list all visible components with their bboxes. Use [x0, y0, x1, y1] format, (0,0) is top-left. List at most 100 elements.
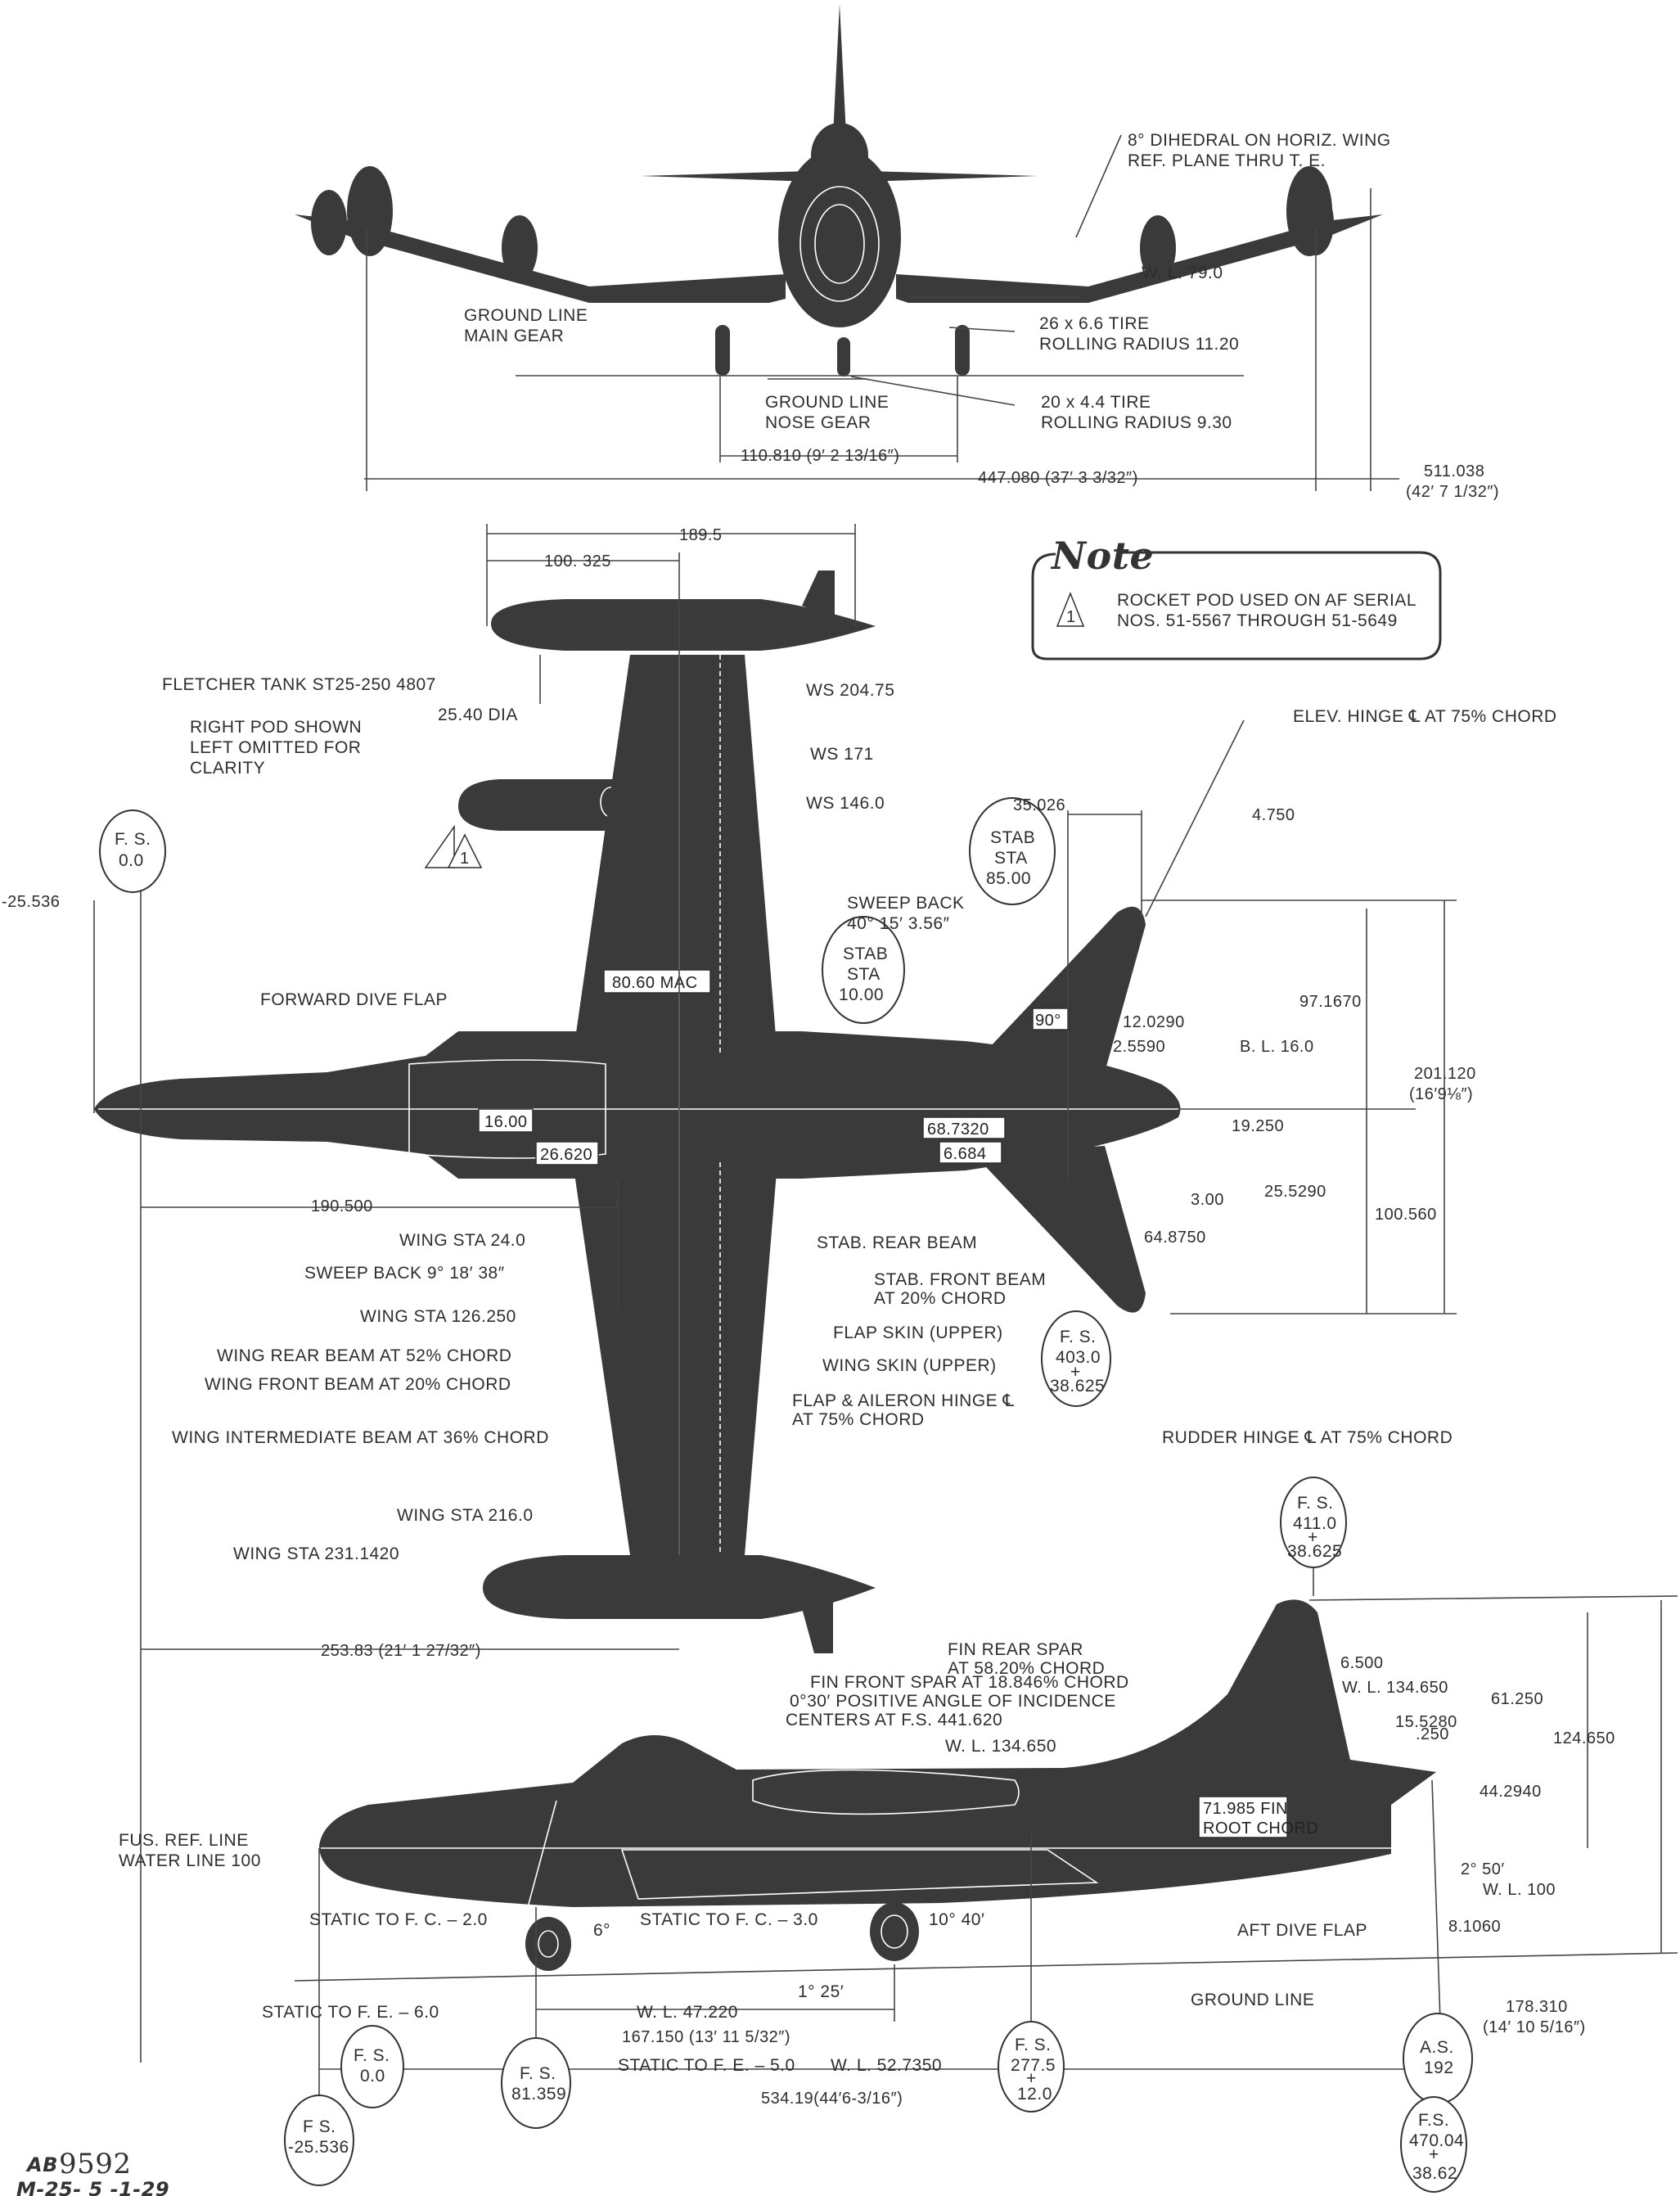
dim26620-box [535, 1141, 599, 1166]
fin-front-spar-label: FIN FRONT SPAR AT 18.846% CHORD [810, 1673, 1129, 1692]
side-main-hub [881, 1914, 908, 1949]
dim-3: 3.00 [1191, 1191, 1224, 1209]
rudder-hinge-label: RUDDER HINGE ℄ AT 75% CHORD [1162, 1428, 1453, 1447]
note-triangle-icon [1056, 591, 1085, 627]
forward-dive-flap-label: FORWARD DIVE FLAP [260, 990, 448, 1009]
span-overall-dimension-1: 511.038 [1424, 462, 1484, 480]
top-tiptank-fin-upper [802, 570, 835, 618]
fs277-label-1: F. S. [1015, 2036, 1052, 2054]
fs0-side-circle [340, 2025, 404, 2108]
stab-sta85-label-1: STAB [990, 828, 1035, 847]
main-tire-label-1: 26 x 6.6 TIRE [1039, 314, 1150, 333]
elev-hinge-label: ELEV. HINGE ℄ AT 75% CHORD [1293, 707, 1557, 726]
wing-skin-label: WING SKIN (UPPER) [822, 1356, 997, 1375]
front-fuselage [778, 147, 901, 327]
fs277-circle [998, 2021, 1065, 2113]
angle-125-label: 1° 25′ [798, 1982, 844, 2001]
dim-16-label: 16.00 [484, 1113, 528, 1131]
ws-204-label: WS 204.75 [806, 681, 894, 700]
as192-label-2: 192 [1424, 2058, 1454, 2077]
wing-sta-216-label: WING STA 216.0 [397, 1506, 534, 1525]
flap-skin-label: FLAP SKIN (UPPER) [833, 1323, 1003, 1342]
side-view: 71.985 FIN ROOT CHORD F. S. 411.0 + 38.6… [119, 1428, 1678, 2193]
side-ground-line [294, 1952, 1678, 1982]
fs403-label-4: 38.625 [1050, 1377, 1105, 1396]
main-tire-leader [948, 327, 1016, 332]
side-tank-outline [752, 1769, 1020, 1815]
dim-1895: 189.5 [679, 526, 723, 544]
dim-97167: 97.1670 [1299, 993, 1362, 1011]
angle-90-label: 90° [1035, 1012, 1061, 1030]
note-line-1: ROCKET POD USED ON AF SERIAL [1117, 591, 1417, 610]
incidence-label-2: CENTERS AT F.S. 441.620 [786, 1711, 1002, 1729]
dim-12029: 12.0290 [1123, 1013, 1185, 1031]
mac-label: 80.60 MAC [612, 974, 698, 992]
fs0-top-label-2: 0.0 [119, 851, 144, 870]
wheelbase-dimension: 167.150 (13′ 11 5/32″) [622, 2028, 790, 2046]
static-fe6-label: STATIC TO F. E. – 6.0 [262, 2003, 439, 2022]
height-dimension-2: (14′ 10 5/16″) [1483, 2018, 1586, 2036]
dim-190500: 190.500 [311, 1197, 373, 1215]
right-pod-label-3: CLARITY [190, 759, 265, 778]
fin-root-label-1: 71.985 FIN [1203, 1800, 1288, 1818]
dim-124650: 124.650 [1553, 1729, 1615, 1747]
fs0-top-circle [99, 809, 166, 893]
angle90-box [1032, 1008, 1070, 1030]
right-pod-label-1: RIGHT POD SHOWN [190, 718, 362, 737]
note-frame [1031, 551, 1442, 661]
fs277-label-3: + [1026, 2069, 1037, 2088]
fs403-circle [1041, 1310, 1111, 1407]
top-wing-upper [573, 655, 777, 1056]
fs403-label-3: + [1070, 1363, 1081, 1382]
front-intake-ring [799, 186, 880, 302]
note-line-2: NOS. 51-5567 THROUGH 51-5649 [1117, 611, 1398, 630]
right-pod-label-2: LEFT OMITTED FOR [190, 738, 361, 757]
fin-rear-spar-label-1: FIN REAR SPAR [948, 1640, 1083, 1659]
dim68732-box [922, 1116, 1006, 1139]
fin-top-ext [1308, 1595, 1678, 1601]
front-nose-gear [837, 337, 850, 377]
dim-81060: 8.1060 [1448, 1918, 1501, 1936]
as192-label-1: A.S. [1420, 2038, 1454, 2057]
bl16-label: B. L. 16.0 [1240, 1038, 1314, 1056]
dim6684-box [939, 1141, 1002, 1164]
fs277-label-4: 12.0 [1017, 2085, 1052, 2104]
fs411-label-1: F. S. [1297, 1494, 1334, 1513]
angle-250-label: 2° 50′ [1461, 1860, 1505, 1878]
wl79-label: W. L. 79.0 [1142, 264, 1223, 282]
span-overall-dimension-2: (42′ 7 1/32″) [1406, 483, 1499, 501]
front-pod-left [502, 215, 538, 281]
dihedral-label-2: REF. PLANE THRU T. E. [1128, 151, 1326, 170]
front-main-gear-right [955, 325, 970, 376]
dim-100560: 100.560 [1375, 1206, 1437, 1224]
fs81-label-1: F. S. [520, 2064, 556, 2083]
side-nose-wheel [525, 1917, 571, 1971]
fs-neg-label-1: F S. [303, 2117, 336, 2136]
rear-beam-label: WING REAR BEAM AT 52% CHORD [217, 1346, 511, 1365]
dihedral-label-1: 8° DIHEDRAL ON HORIZ. WING [1128, 131, 1391, 150]
fs470-label-3: + [1429, 2145, 1439, 2164]
wl134-left-label: W. L. 134.650 [945, 1737, 1056, 1756]
front-beam-label: WING FRONT BEAM AT 20% CHORD [205, 1375, 511, 1394]
top-tiptank-upper [491, 599, 876, 651]
stab-span-2: (16′9⅛″) [1409, 1085, 1473, 1103]
side-nose-hub [538, 1930, 559, 1958]
fs470-label-1: F.S. [1418, 2111, 1449, 2130]
pod-leader-triangle [424, 824, 455, 868]
fs470-label-2: 470.04 [1409, 2131, 1464, 2150]
fus-ref-label-2: WATER LINE 100 [119, 1851, 261, 1870]
dim-6684-label: 6.684 [944, 1145, 987, 1163]
wing-sta-126-label: WING STA 126.250 [360, 1307, 516, 1326]
ws-171-label: WS 171 [810, 745, 874, 764]
drawing-stamp: AB 9592 M-25- 5 -1-29 [16, 2148, 169, 2196]
angle-1040-label: 10° 40′ [929, 1910, 984, 1929]
top-intake-outline [408, 1059, 606, 1159]
top-wing-lower [573, 1162, 777, 1555]
dim-100325: 100. 325 [544, 552, 611, 570]
note-box: Note 1 ROCKET POD USED ON AF SERIAL NOS.… [1031, 534, 1442, 661]
ws-146-label: WS 146.0 [806, 794, 885, 813]
stab-sta10-label-1: STAB [843, 945, 888, 963]
dim-442940: 44.2940 [1480, 1783, 1542, 1801]
stab-sta85-label-2: STA [994, 849, 1028, 868]
